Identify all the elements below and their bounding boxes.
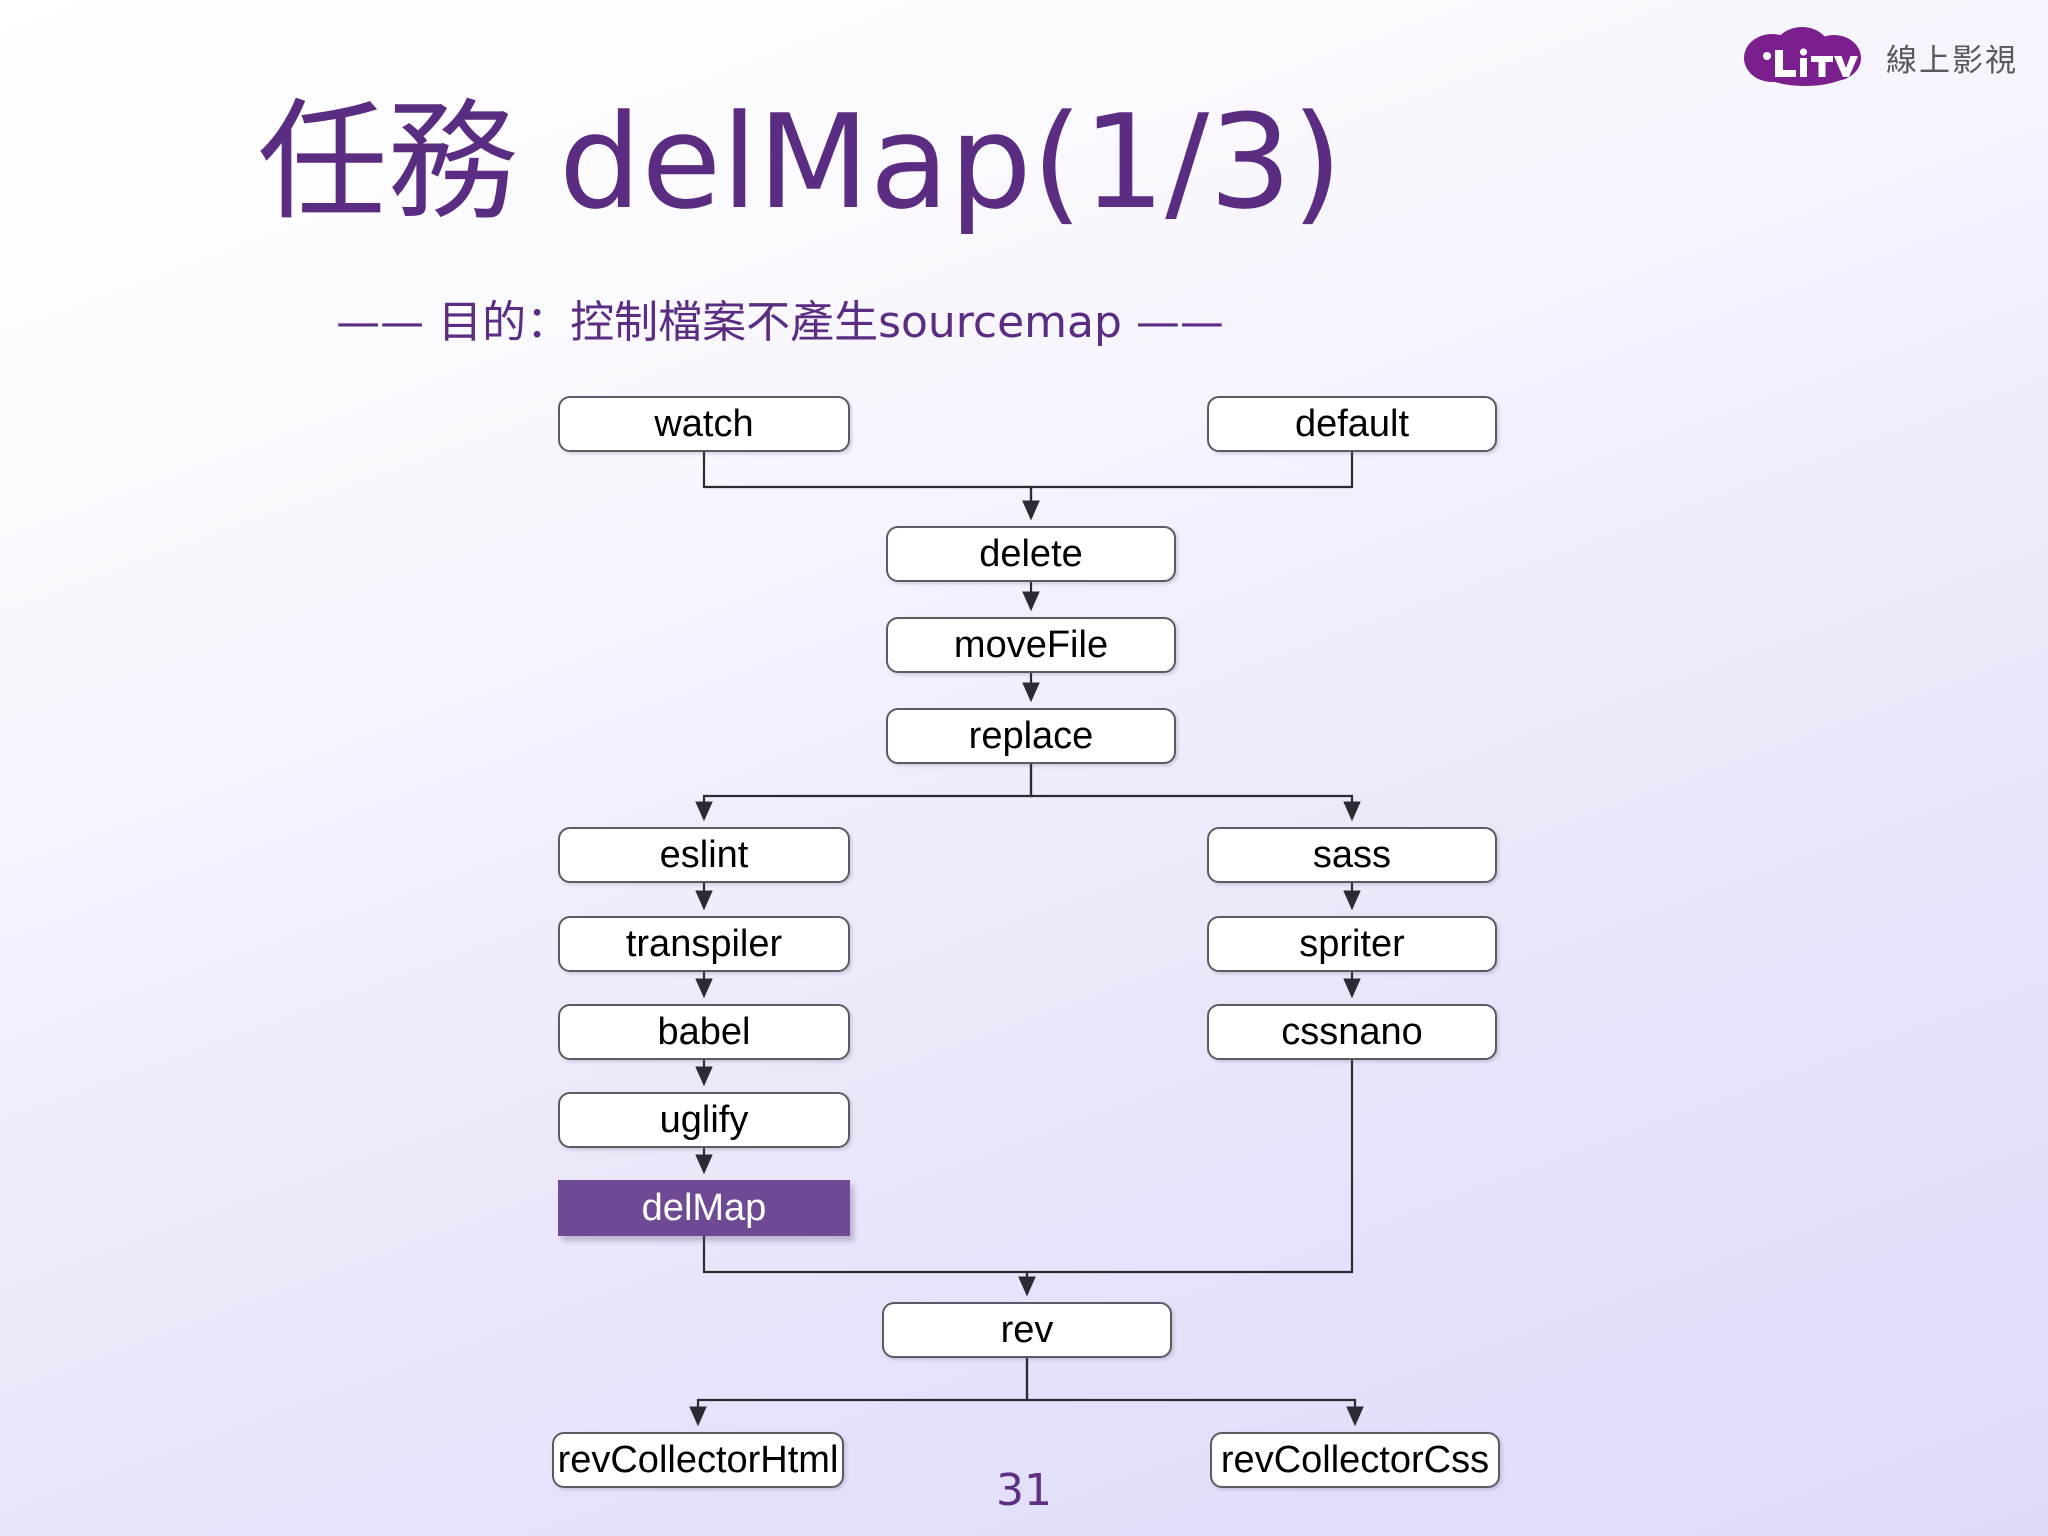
page-subtitle: —— 目的：控制檔案不產生sourcemap —— [336,297,1224,348]
flow-node-sass[interactable]: sass [1207,827,1497,883]
flow-node-label: moveFile [953,623,1109,666]
flow-node-label: replace [968,714,1094,757]
litv-cloud-icon [1742,26,1868,88]
flow-node-rev[interactable]: rev [882,1302,1172,1358]
flow-node-eslint[interactable]: eslint [558,827,850,883]
brand-logo: 線上影視 [1742,26,2018,88]
flow-node-uglify[interactable]: uglify [558,1092,850,1148]
flow-node-label: rev [1000,1308,1054,1351]
flow-node-label: sass [1312,833,1392,876]
page-title: 任務 delMap(1/3) [257,86,1343,238]
flow-node-label: uglify [659,1098,749,1141]
flow-node-revcollectorcss[interactable]: revCollectorCss [1210,1432,1500,1488]
flow-node-cssnano[interactable]: cssnano [1207,1004,1497,1060]
brand-name-text: 線上影視 [1886,42,2018,79]
flow-node-default[interactable]: default [1207,396,1497,452]
flow-node-delete[interactable]: delete [886,526,1176,582]
flow-node-movefile[interactable]: moveFile [886,617,1176,673]
flow-node-watch[interactable]: watch [558,396,850,452]
flow-node-transpiler[interactable]: transpiler [558,916,850,972]
flow-node-babel[interactable]: babel [558,1004,850,1060]
page-number: 31 [996,1465,1052,1516]
flow-node-label: revCollectorCss [1220,1438,1490,1481]
flow-node-replace[interactable]: replace [886,708,1176,764]
flow-node-label: delete [979,532,1083,575]
flow-node-spriter[interactable]: spriter [1207,916,1497,972]
flow-node-label: watch [654,402,754,445]
flow-node-label: default [1294,402,1410,445]
flow-node-label: cssnano [1281,1010,1423,1053]
flow-node-label: transpiler [625,922,783,965]
flow-node-label: delMap [641,1186,767,1229]
flow-node-delmap[interactable]: delMap [558,1180,850,1236]
flow-node-revcollectorhtml[interactable]: revCollectorHtml [552,1432,844,1488]
flow-node-label: spriter [1299,922,1405,965]
flow-node-label: babel [657,1010,751,1053]
flow-node-label: revCollectorHtml [557,1438,839,1481]
flow-node-label: eslint [659,833,749,876]
